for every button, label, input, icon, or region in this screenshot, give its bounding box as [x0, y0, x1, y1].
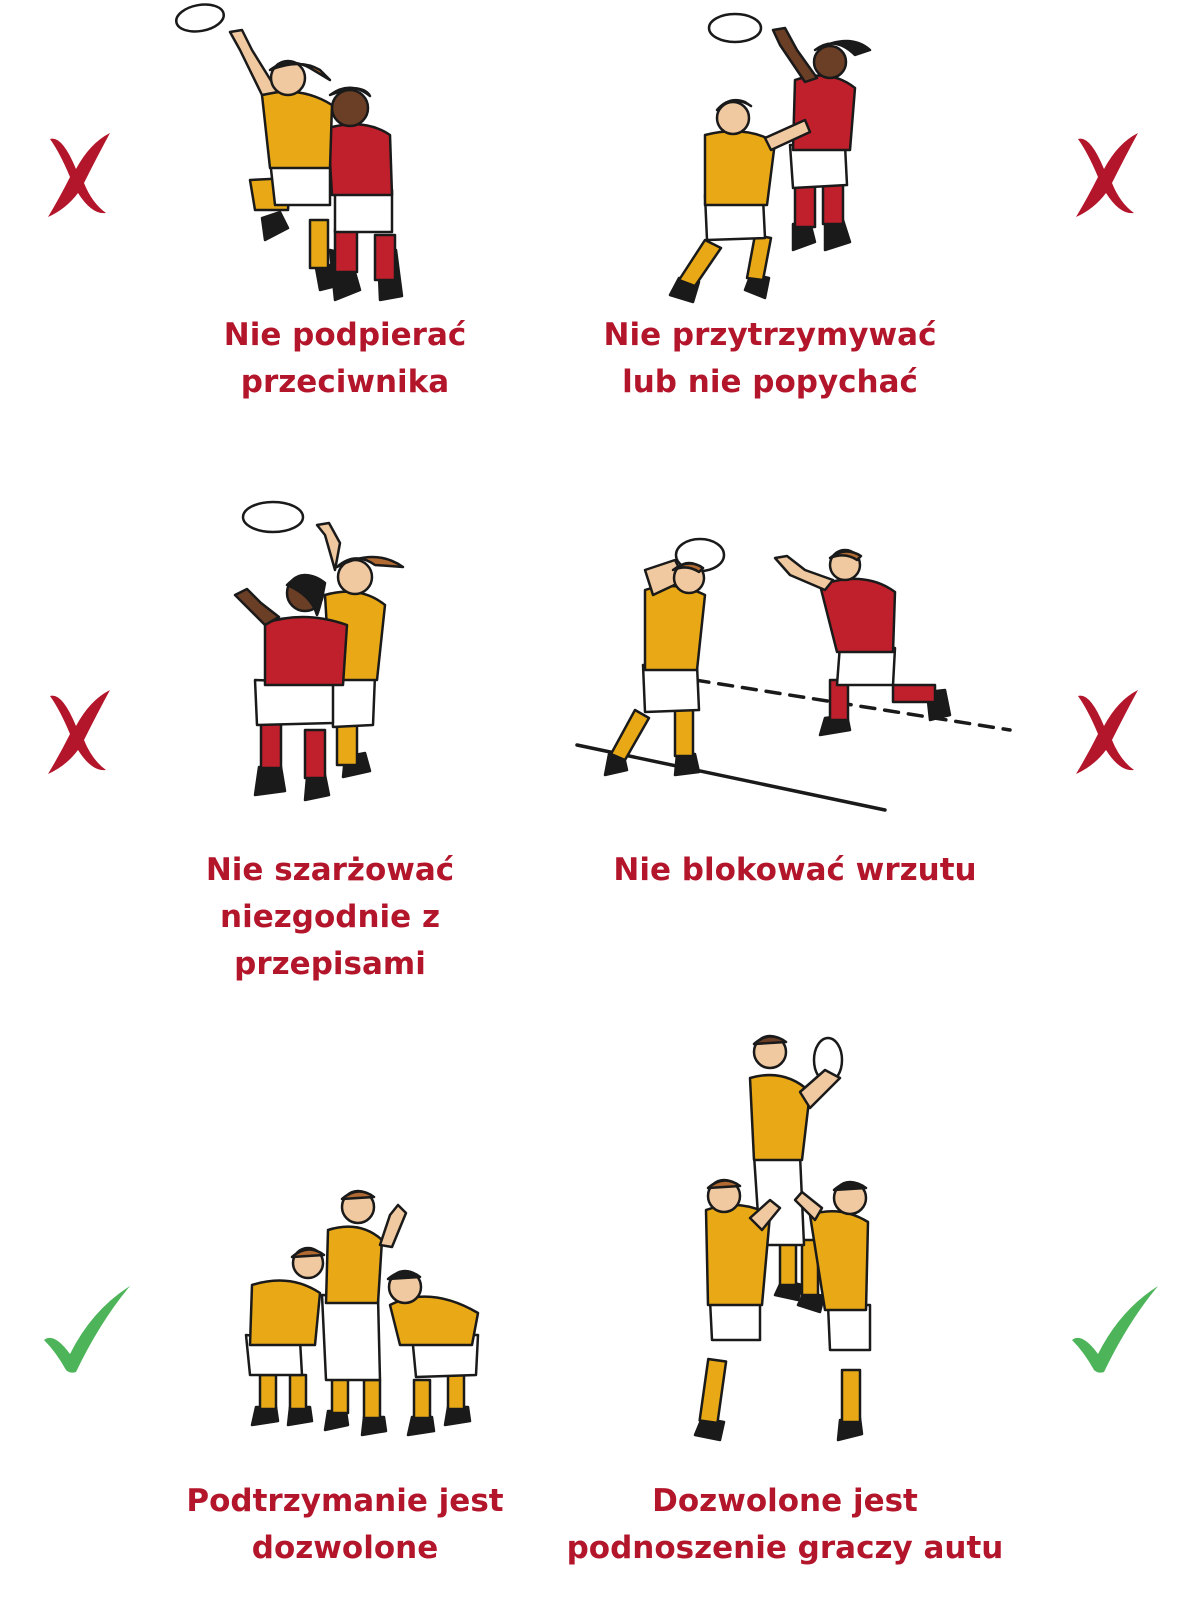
cross-icon	[1068, 682, 1148, 777]
supporting-jumper-illustration	[240, 1185, 485, 1450]
cross-icon	[1068, 125, 1148, 220]
panel-caption: Dozwolone jest podnoszenie graczy autu	[566, 1483, 1004, 1566]
pushing-opponent-illustration	[665, 10, 880, 310]
cross-icon	[40, 682, 120, 777]
panel-caption: Nie szarżować niezgodnie z przepisami	[205, 852, 455, 982]
check-icon	[1068, 1282, 1163, 1377]
panel-caption: Nie podpierać przeciwnika	[223, 317, 467, 400]
panel-caption: Nie blokować wrzutu	[613, 852, 977, 888]
lifting-jumper-illustration	[690, 1030, 900, 1450]
illegal-charge-illustration	[225, 495, 415, 815]
check-icon	[40, 1282, 135, 1377]
cross-icon	[40, 125, 120, 220]
panel-caption: Podtrzymanie jest dozwolone	[186, 1483, 504, 1566]
panel-caption: Nie przytrzymywać lub nie popychać	[603, 317, 937, 400]
blocking-throw-illustration	[575, 537, 1015, 815]
lifting-opponent-illustration	[170, 0, 430, 310]
